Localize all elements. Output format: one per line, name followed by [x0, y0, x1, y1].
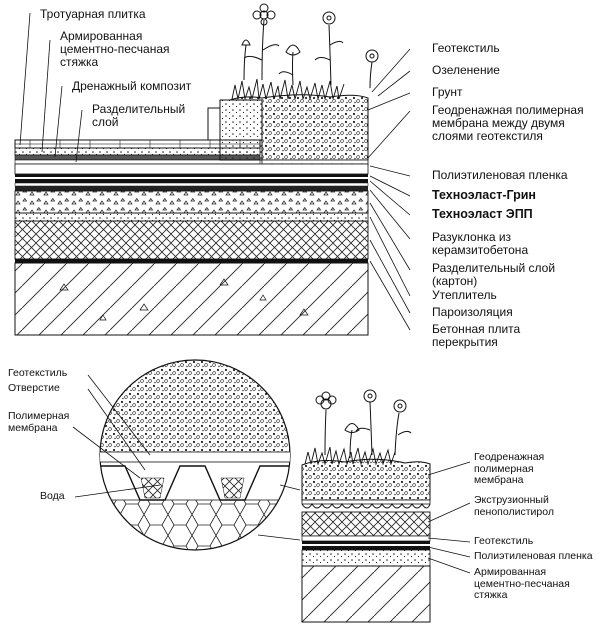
label-geodrain-membrane: Геодренажная полимерная мембрана между д…	[432, 103, 584, 143]
detail-magnifier	[72, 359, 301, 551]
label-soil: Грунт	[432, 85, 463, 99]
label-geotextile: Геотекстиль	[432, 41, 500, 55]
label-separating-layer: Разделительный слой	[92, 102, 186, 129]
label-vapor-barrier: Пароизоляция	[432, 305, 513, 319]
label-slope-concrete: Разуклонка из керамзитобетона	[432, 230, 529, 257]
small-section	[301, 389, 471, 623]
label-small-geodrain-membrane: Геодренажная полимерная мембрана	[474, 451, 545, 486]
label-technoelast-green: Техноэласт-Грин	[432, 188, 536, 202]
label-detail-geotextile: Геотекстиль	[8, 367, 68, 379]
main-section	[14, 3, 411, 336]
label-drainage-composite: Дренажный композит	[72, 79, 192, 93]
label-insulation: Утеплитель	[432, 288, 497, 302]
label-cardboard-layer: Разделительный слой (картон)	[432, 261, 556, 288]
label-small-screed: Армированная цементно-песчаная стяжка	[474, 566, 570, 601]
label-polyethylene-film: Полиэтиленовая пленка	[432, 168, 568, 182]
label-detail-polymer-membrane: Полимерная мембрана	[8, 410, 70, 434]
label-small-xps: Экструзионный пенополистирол	[474, 494, 554, 518]
label-detail-hole: Отверстие	[8, 382, 60, 394]
label-greening: Озеленение	[432, 63, 500, 77]
label-reinforced-screed: Армированная цементно-песчаная стяжка	[60, 29, 170, 69]
label-detail-water: Вода	[40, 490, 65, 502]
label-small-polyethylene: Полиэтиленовая пленка	[474, 550, 593, 562]
label-concrete-slab: Бетонная плита перекрытия	[432, 322, 521, 349]
label-technoelast-epp: Техноэласт ЭПП	[432, 207, 533, 221]
label-small-geotextile: Геотекстиль	[474, 535, 534, 547]
label-paving-tile: Тротуарная плитка	[40, 7, 146, 21]
